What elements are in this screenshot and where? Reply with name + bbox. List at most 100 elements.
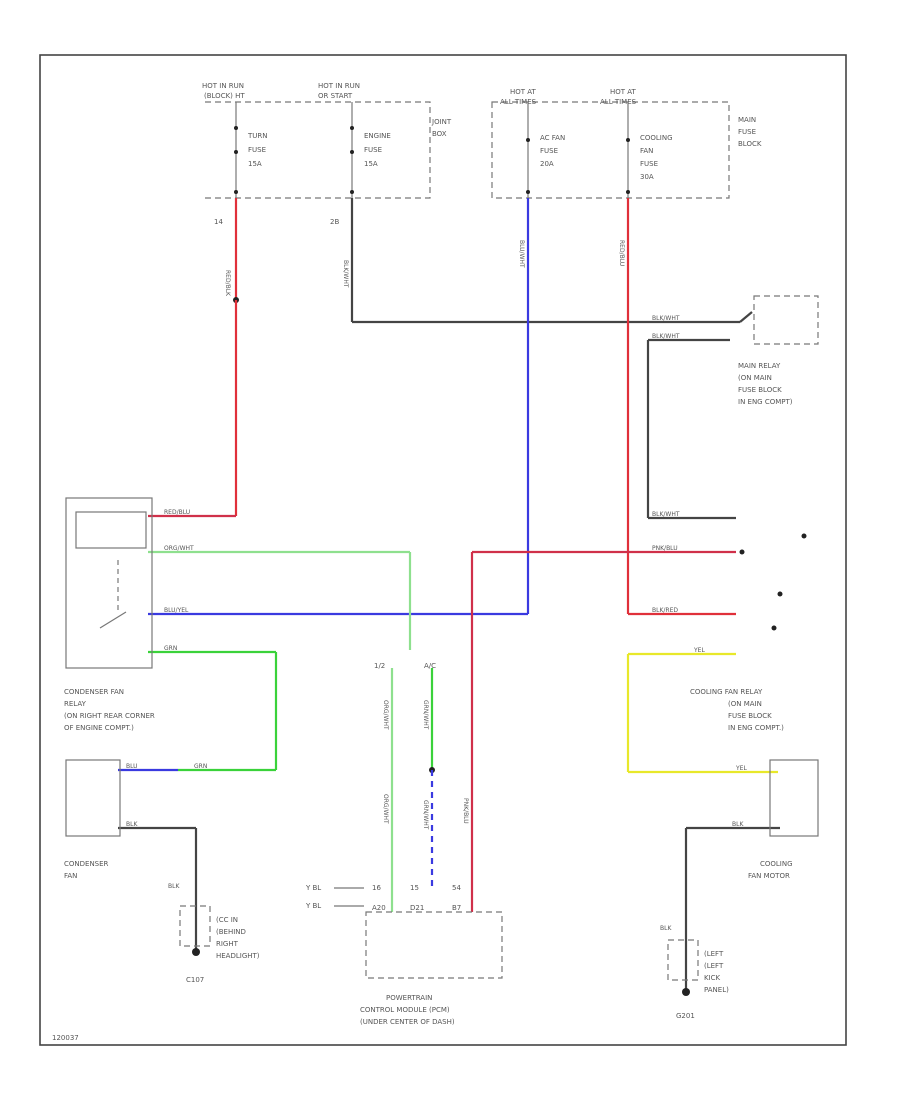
wire-main-relay-stub [739, 311, 753, 323]
cooling-fuse-label-2: FAN [640, 147, 653, 155]
wire-label: GRN/WHT [422, 800, 429, 830]
main-relay-box [753, 295, 819, 345]
main-fuse-block-label-2: FUSE [738, 128, 756, 136]
cooling-relay-label-3: FUSE BLOCK [728, 712, 772, 720]
cooling-fuse-label-1: COOLING [640, 134, 673, 142]
right-ground-label-1: (LEFT [704, 950, 724, 958]
wire-label: GRN [164, 645, 177, 652]
left-ground-label-3: RIGHT [216, 940, 239, 948]
source-right2-line2: ALL TIMES [600, 98, 637, 106]
condenser-relay-label-4: OF ENGINE COMPT.) [64, 724, 134, 732]
acfan-fuse-label-2: FUSE [540, 147, 558, 155]
left-ground-id: C107 [186, 976, 204, 984]
source-left1-line2: (BLOCK) HT [204, 92, 245, 100]
pcm-box [365, 911, 503, 979]
wire-label: BLK [126, 821, 138, 828]
joint-box-label-2: BOX [432, 130, 447, 138]
cooling-fuse-label-4: 30A [640, 173, 654, 181]
engine-fuse-terminal [350, 126, 354, 130]
turn-fuse-terminal [234, 126, 238, 130]
cooling-relay-label-2: (ON MAIN [728, 700, 762, 708]
engine-fuse-label-1: ENGINE [364, 132, 391, 140]
source-right2-line1: HOT AT [610, 88, 637, 96]
wire-label: BLU/WHT [518, 240, 525, 268]
wire-label: RED/BLU [164, 509, 190, 516]
pcm-label-2: CONTROL MODULE (PCM) [360, 1006, 450, 1014]
wire-label: BLK/WHT [652, 333, 680, 340]
ground-point-left [192, 948, 200, 956]
cooling-fuse-terminal [626, 138, 630, 142]
wire-label: RED/BLK [224, 270, 231, 297]
condenser-fan-label-2: FAN [64, 872, 77, 880]
cooling-fan-motor-box [769, 759, 819, 837]
engine-fuse-terminal [350, 150, 354, 154]
left-ground-label-1: (CC IN [216, 916, 238, 924]
wire-label: GRN [194, 763, 207, 770]
connector-label-2: A/C [424, 662, 436, 670]
pin-label-2b: 2B [330, 218, 339, 226]
pcm-input-2: Y BL [305, 902, 321, 910]
cooling-relay-label-4: IN ENG COMPT.) [728, 724, 784, 732]
pcm-pin2-c: B7 [452, 904, 461, 912]
cooling-fuse-label-3: FUSE [640, 160, 658, 168]
wire-label: PNK/BLU [462, 798, 469, 824]
wire-label: BLK/WHT [652, 315, 680, 322]
source-right1-line1: HOT AT [510, 88, 537, 96]
wire-label: BLK [732, 821, 744, 828]
wire-label: PNK/BLU [652, 545, 678, 552]
left-ground-label-4: HEADLIGHT) [216, 952, 260, 960]
cooling-relay-label-1: COOLING FAN RELAY [690, 688, 763, 696]
left-ground-label-2: (BEHIND [216, 928, 246, 936]
condenser-relay-label-1: CONDENSER FAN [64, 688, 124, 696]
wire-label: BLK/WHT [342, 260, 349, 288]
main-fuse-block-outline [491, 101, 730, 199]
right-ground-id: G201 [676, 1012, 695, 1020]
pcm-pin-a: 16 [372, 884, 381, 892]
main-relay-label-4: IN ENG COMPT) [738, 398, 793, 406]
main-relay-label-1: MAIN RELAY [738, 362, 781, 370]
joint-box-label-1: JOINT [431, 118, 452, 126]
main-relay-label-3: FUSE BLOCK [738, 386, 782, 394]
ground-right-outline [667, 939, 699, 981]
main-fuse-block-label-3: BLOCK [738, 140, 762, 148]
source-left2-line1: HOT IN RUN [318, 82, 360, 90]
pin-label-14: 14 [214, 218, 223, 226]
acfan-fuse-terminal [526, 190, 530, 194]
cooling-fan-motor-label-1: COOLING [760, 860, 793, 868]
wire-label: ORG/WHT [164, 545, 194, 552]
acfan-fuse-terminal [526, 138, 530, 142]
condenser-fan-relay-box [65, 497, 153, 669]
wire-label: BLK [168, 883, 180, 890]
pcm-pin2-b: D21 [410, 904, 424, 912]
wire-label: BLK/WHT [652, 511, 680, 518]
condenser-relay-label-2: RELAY [64, 700, 87, 708]
main-relay-label-2: (ON MAIN [738, 374, 772, 382]
turn-fuse-label-3: 15A [248, 160, 262, 168]
pcm-pin-c: 54 [452, 884, 461, 892]
condenser-relay-label-3: (ON RIGHT REAR CORNER [64, 712, 155, 720]
connector-label-1: 1/2 [374, 662, 385, 670]
cooling-relay-terminal [777, 591, 783, 597]
cooling-relay-terminal [801, 533, 807, 539]
ground-point-right [682, 988, 690, 996]
wire-label: BLK [660, 925, 672, 932]
right-ground-label-3: KICK [704, 974, 721, 982]
acfan-fuse-label-1: AC FAN [540, 134, 565, 142]
pcm-pin2-a: A20 [372, 904, 386, 912]
turn-fuse-label-2: FUSE [248, 146, 266, 154]
condenser-fan-motor-box [65, 759, 121, 837]
wire-label: BLK/RED [652, 607, 678, 614]
turn-fuse-label-1: TURN [247, 132, 268, 140]
wire-label: BLU/YEL [164, 607, 189, 614]
cooling-relay-terminal [771, 625, 777, 631]
ground-left-outline [179, 905, 211, 947]
source-left1-line1: HOT IN RUN [202, 82, 244, 90]
joint-box-outline [205, 101, 431, 199]
wire-label: ORG/WHT [382, 794, 389, 824]
engine-fuse-label-3: 15A [364, 160, 378, 168]
pcm-pin-b: 15 [410, 884, 419, 892]
source-right1-line2: ALL TIMES [500, 98, 537, 106]
cooling-fan-motor-label-2: FAN MOTOR [748, 872, 790, 880]
turn-fuse-terminal [234, 190, 238, 194]
